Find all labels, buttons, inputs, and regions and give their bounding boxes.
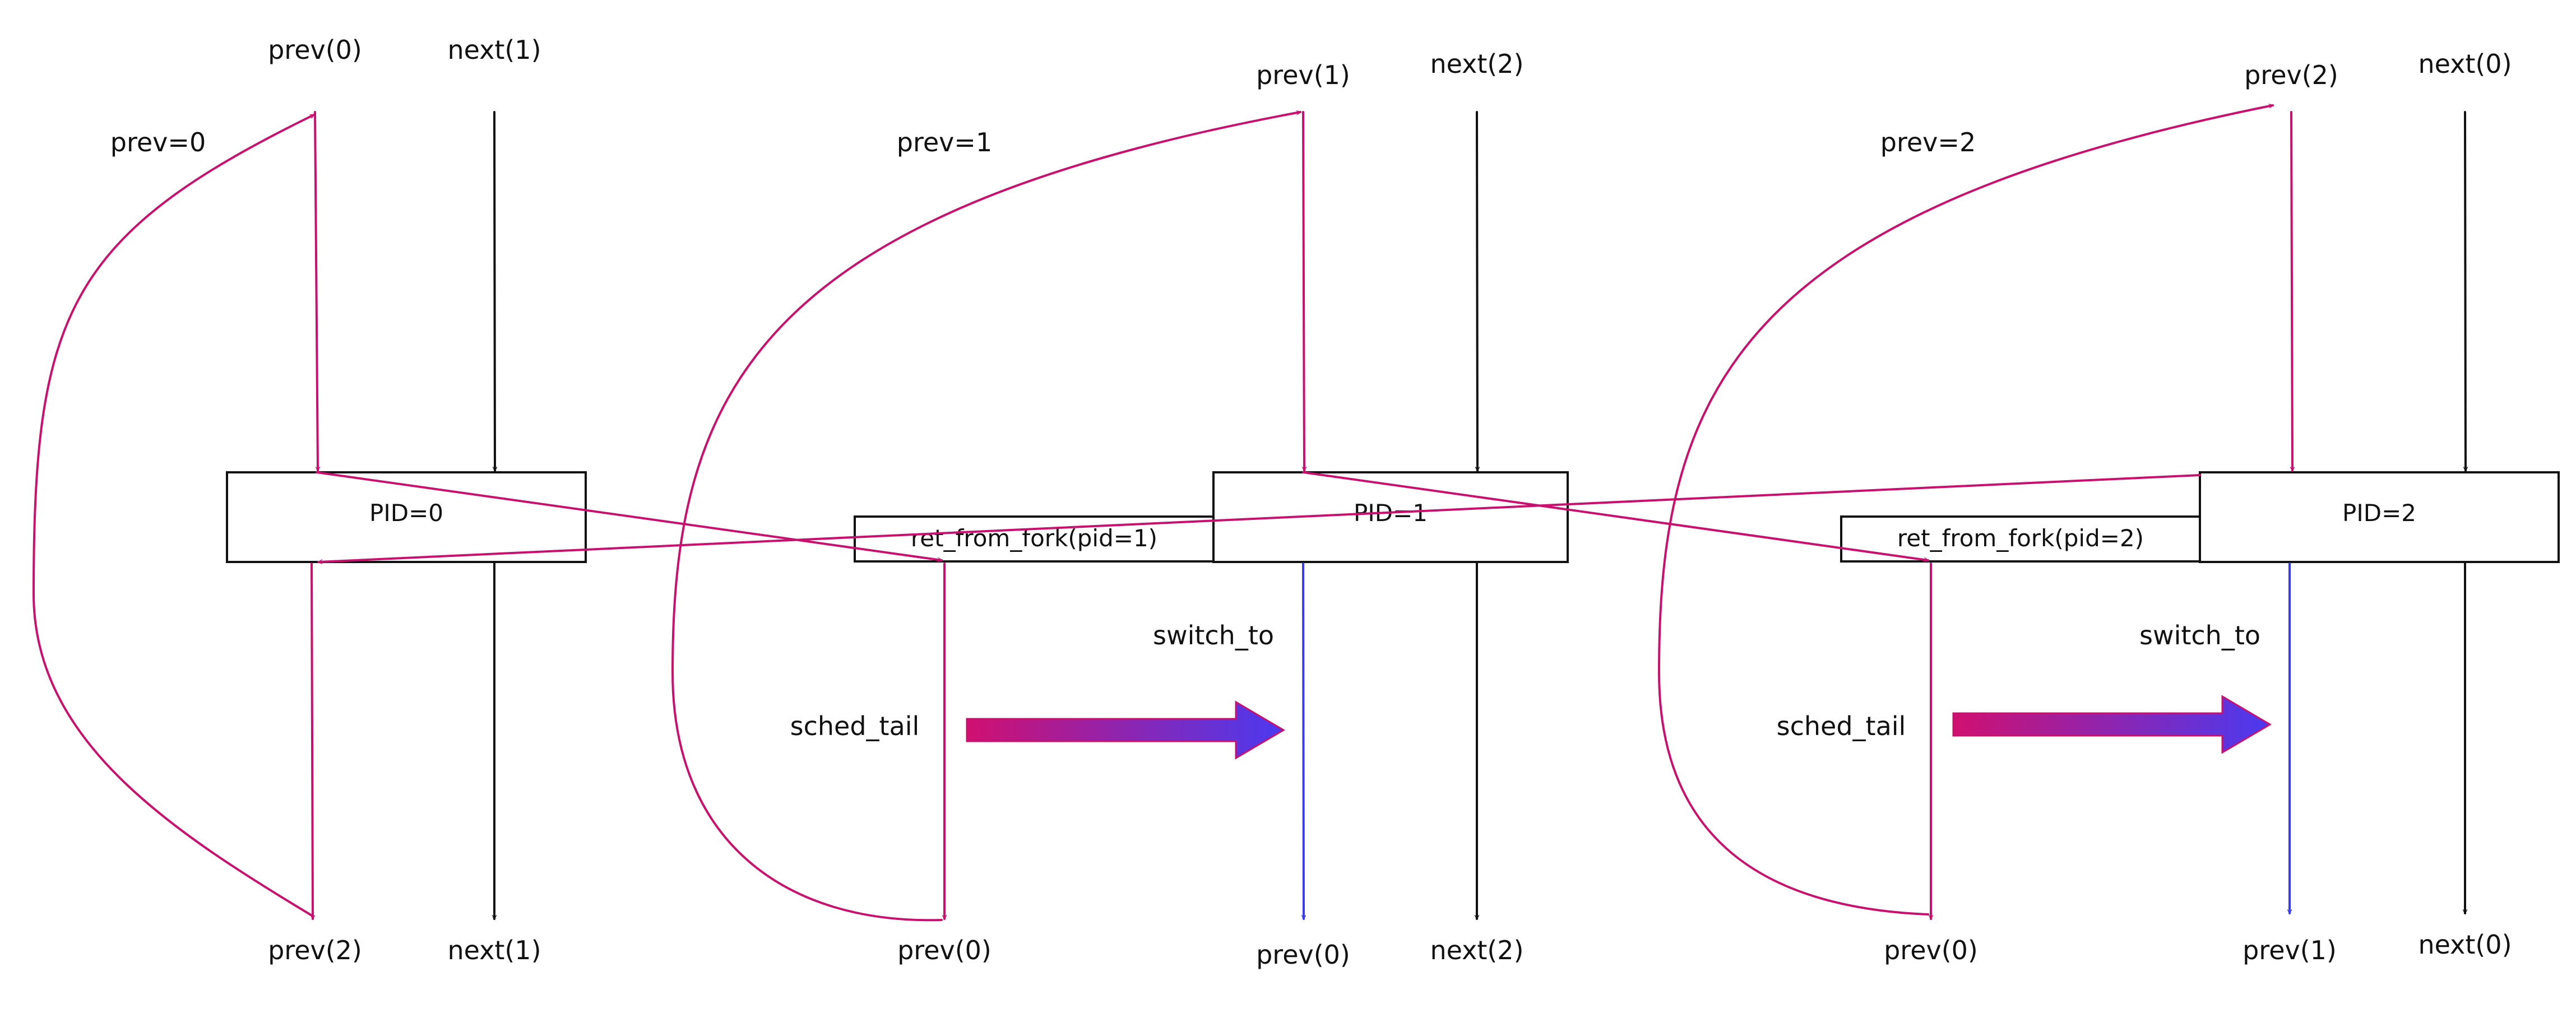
p1-prev-assign-label: prev=1 <box>897 127 992 157</box>
p2-top-prev-label: prev(2) <box>2244 60 2338 90</box>
pid-1-box <box>1212 471 1569 563</box>
pid-0-box <box>226 471 587 563</box>
p1-loop-curve <box>671 112 1301 922</box>
p0-prev-out-arrow <box>312 563 313 920</box>
process-1-group: ret_from_fork(pid=1) PID=1 prev(1) next(… <box>671 49 1569 970</box>
p0-bot-prev-label: prev(2) <box>268 935 362 965</box>
process-0-group: PID=0 prev(0) next(1) prev=0 prev(2) nex… <box>32 35 587 965</box>
p2-transition-big-arrow <box>1952 695 2272 754</box>
p2-prev-assign-label: prev=2 <box>1880 127 1976 157</box>
p0-next-in-arrow <box>494 111 495 472</box>
p1-transition-big-arrow <box>966 700 1285 760</box>
pid-2-box <box>2199 471 2560 563</box>
p0-top-next-label: next(1) <box>447 35 541 65</box>
p1-switch-to-arrow <box>1303 563 1304 920</box>
p2-prev-in-arrow <box>2291 111 2292 472</box>
p1-top-prev-label: prev(1) <box>1256 60 1350 90</box>
p1-bot-prev-a-label: prev(0) <box>897 935 992 965</box>
p2-bot-prev-b-label: prev(1) <box>2243 935 2337 965</box>
p0-loop-curve <box>32 114 315 917</box>
pid0-to-ret1-arrow <box>316 471 943 560</box>
p0-top-prev-label: prev(0) <box>268 35 362 65</box>
p2-next-in-arrow <box>2465 111 2466 472</box>
p2-top-next-label: next(0) <box>2418 49 2512 79</box>
p0-prev-in-arrow <box>314 111 318 472</box>
pid2-to-pid0-arrow <box>317 474 2201 562</box>
pid-0-label: PID=0 <box>369 499 443 527</box>
ret-from-fork-2-box <box>1840 515 2201 563</box>
p2-bot-prev-a-label: prev(0) <box>1884 935 1978 965</box>
p1-switch-to-label: switch_to <box>1153 620 1274 650</box>
p0-bot-next-label: next(1) <box>447 935 541 965</box>
p1-bot-prev-b-label: prev(0) <box>1256 940 1350 970</box>
pid-2-label: PID=2 <box>2342 499 2416 527</box>
p2-bot-next-label: next(0) <box>2418 930 2512 960</box>
p1-bot-next-label: next(2) <box>1430 935 1523 965</box>
p2-sched-tail-label: sched_tail <box>1777 711 1906 741</box>
p1-top-next-label: next(2) <box>1430 49 1523 79</box>
p1-sched-tail-label: sched_tail <box>790 711 920 741</box>
process-2-group: ret_from_fork(pid=2) PID=2 prev(2) next(… <box>1657 49 2560 965</box>
p2-loop-curve <box>1657 105 2274 916</box>
pid1-to-ret2-arrow <box>1302 471 1929 560</box>
p2-switch-to-label: switch_to <box>2139 620 2260 650</box>
p1-prev-in-arrow <box>1303 111 1304 472</box>
p0-prev-assign-label: prev=0 <box>110 127 206 157</box>
ret-from-fork-2-label: ret_from_fork(pid=2) <box>1897 524 2144 552</box>
